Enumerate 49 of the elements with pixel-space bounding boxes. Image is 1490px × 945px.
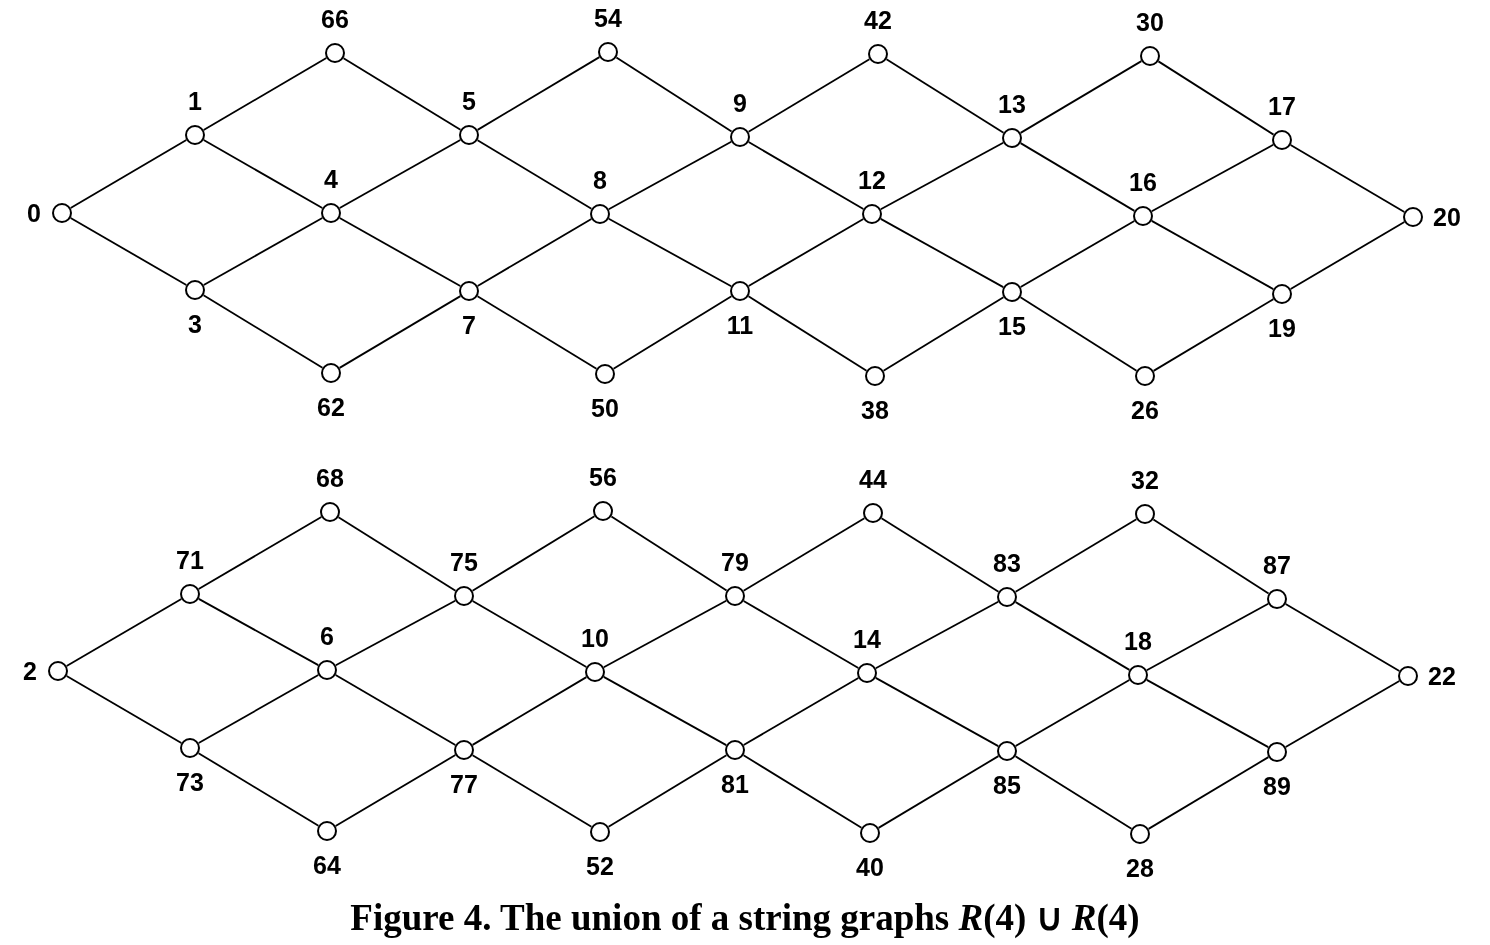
figure-caption: Figure 4. The union of a string graphs R(4) ∪ R(4) xyxy=(350,896,1140,941)
vertex-label: 4 xyxy=(324,166,338,192)
vertex-label: 9 xyxy=(733,90,747,116)
vertex-label: 87 xyxy=(1263,552,1291,578)
vertex-label: 3 xyxy=(188,311,202,337)
vertex-label: 19 xyxy=(1268,315,1296,341)
vertex-label: 79 xyxy=(721,549,749,575)
vertex-label: 73 xyxy=(176,769,204,795)
vertex-label: 42 xyxy=(864,7,892,33)
vertex-label: 44 xyxy=(859,466,887,492)
vertex-label: 62 xyxy=(317,394,345,420)
vertex-label: 64 xyxy=(313,852,341,878)
vertex-label: 17 xyxy=(1268,93,1296,119)
vertex-label: 54 xyxy=(594,5,622,31)
vertex-label: 40 xyxy=(856,854,884,880)
vertex-label: 89 xyxy=(1263,773,1291,799)
vertex-label: 71 xyxy=(176,547,204,573)
vertex-label: 8 xyxy=(593,167,607,193)
vertex-label: 66 xyxy=(321,6,349,32)
vertex-label: 14 xyxy=(853,626,881,652)
vertex-label: 13 xyxy=(998,91,1026,117)
vertex-label: 12 xyxy=(858,167,886,193)
vertex-label: 26 xyxy=(1131,397,1159,423)
vertex-label: 0 xyxy=(27,200,41,226)
vertex-label: 10 xyxy=(581,625,609,651)
vertex-label: 81 xyxy=(721,771,749,797)
vertex-label: 83 xyxy=(993,550,1021,576)
vertex-label: 68 xyxy=(316,465,344,491)
vertex-label: 6 xyxy=(320,623,334,649)
vertex-label: 56 xyxy=(589,464,617,490)
vertex-label: 75 xyxy=(450,549,478,575)
vertex-label: 1 xyxy=(188,88,202,114)
vertex-label: 50 xyxy=(591,395,619,421)
vertex-label: 32 xyxy=(1131,467,1159,493)
vertex-label: 38 xyxy=(861,397,889,423)
vertex-label: 85 xyxy=(993,772,1021,798)
vertex-label: 20 xyxy=(1433,204,1461,230)
vertex-label: 28 xyxy=(1126,855,1154,881)
vertex-label: 22 xyxy=(1428,663,1456,689)
vertex-label: 15 xyxy=(998,313,1026,339)
vertex-label: 7 xyxy=(462,312,476,338)
vertex-label: 16 xyxy=(1129,169,1157,195)
vertex-label: 18 xyxy=(1124,628,1152,654)
vertex-label: 5 xyxy=(462,88,476,114)
vertex-label: 52 xyxy=(586,853,614,879)
vertex-label: 11 xyxy=(726,312,754,338)
vertex-label: 30 xyxy=(1136,9,1164,35)
vertex-label: 77 xyxy=(450,771,478,797)
vertex-label: 2 xyxy=(23,658,37,684)
